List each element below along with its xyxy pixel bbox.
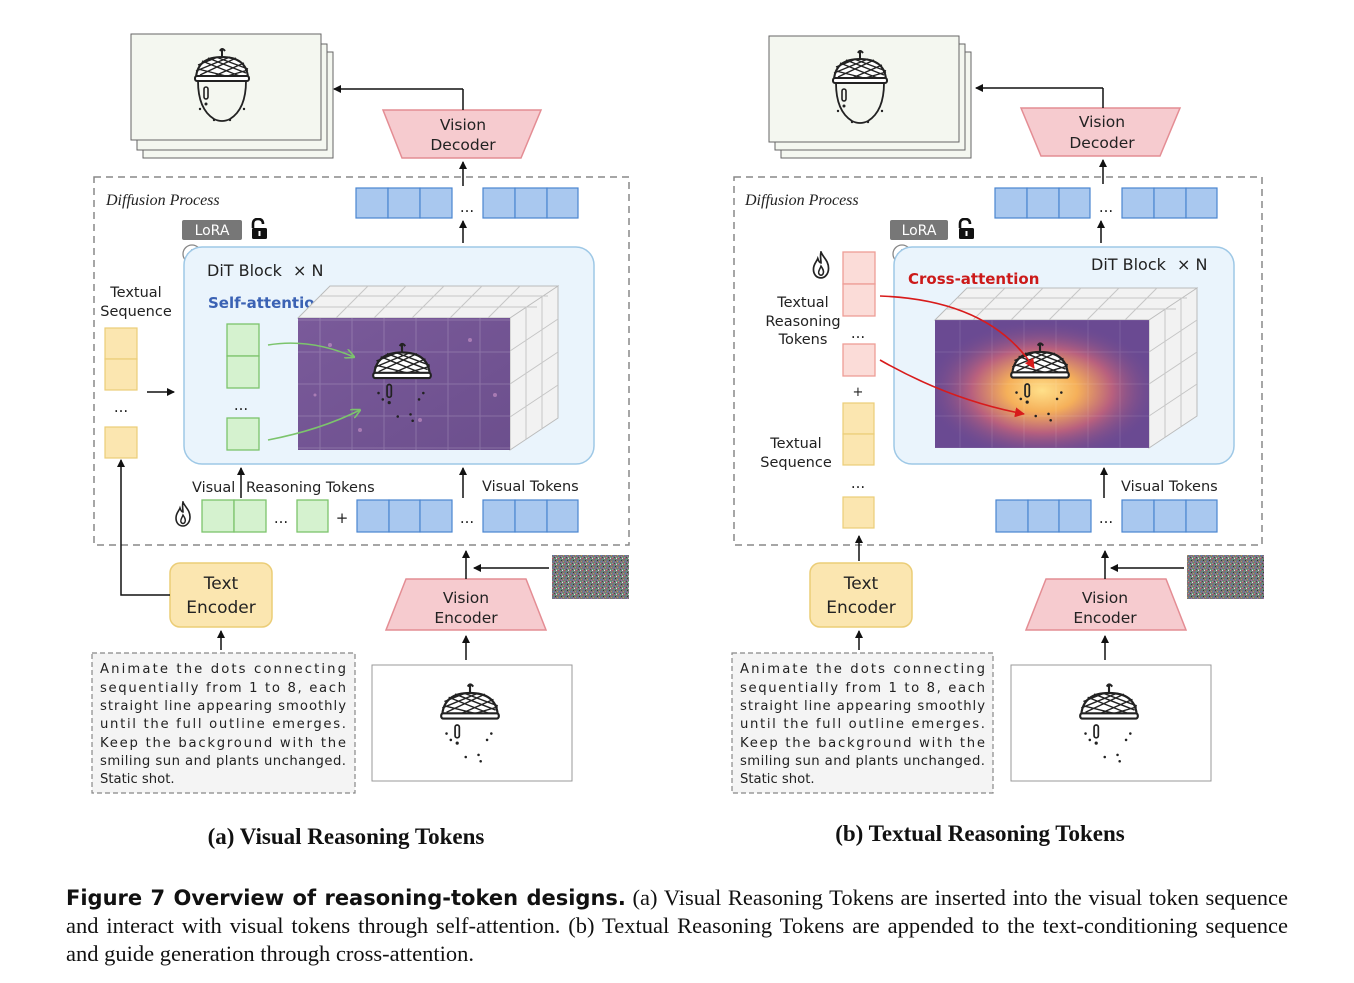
textual-sequence-label: Textual — [109, 285, 161, 301]
vision-encoder-label: Encoder — [434, 609, 498, 627]
ellipsis: ... — [460, 509, 474, 527]
prompt-line: Keep the background with the — [100, 736, 346, 751]
bottom-token-row: ... + ... — [201, 499, 579, 533]
textual-reasoning-tokens-label: Reasoning — [765, 314, 840, 330]
times-n-label: × N — [1177, 255, 1207, 274]
prompt-box — [731, 652, 994, 794]
flame-icon — [812, 251, 830, 279]
textual-sequence-tokens: ... — [842, 402, 875, 529]
output-visual-tokens: ... — [994, 187, 1218, 219]
textual-reasoning-tokens-stack: ... + — [842, 251, 876, 400]
vision-decoder-label: Decoder — [430, 136, 496, 154]
vision-encoder — [1024, 578, 1188, 631]
lora-label: LoRA — [195, 223, 230, 239]
prompt-line: Animate the dots connecting — [740, 662, 985, 677]
diffusion-process-box — [93, 176, 630, 546]
ellipsis: ... — [274, 509, 288, 527]
ellipsis: ... — [851, 324, 865, 342]
textual-sequence-tokens: ... — [104, 327, 138, 459]
times-n-label: × N — [293, 261, 323, 280]
visual-tokens-label: Visual Tokens — [1121, 479, 1218, 495]
prompt-line: sequentially from 1 to 8, each — [100, 681, 346, 696]
ellipsis: ... — [851, 474, 865, 492]
plus-sign: + — [853, 385, 864, 400]
vision-decoder-label: Vision — [1079, 113, 1125, 131]
token-cube — [296, 285, 560, 451]
cross-attention-label: Cross-attention — [908, 270, 1039, 288]
vision-encoder — [384, 578, 548, 631]
prompt-line: smiling sun and plants unchanged. — [740, 754, 985, 769]
ellipsis: ... — [1099, 509, 1113, 527]
self-attention-label: Self-attention — [208, 294, 325, 312]
vision-decoder-label: Vision — [440, 116, 486, 134]
ellipsis: ... — [1099, 198, 1113, 216]
ellipsis: ... — [114, 398, 128, 416]
dit-block-label: DiT Block — [207, 261, 283, 280]
text-encoder-label: Text — [843, 574, 879, 594]
input-frame — [1010, 664, 1212, 782]
textual-sequence-label: Sequence — [100, 304, 172, 320]
prompt-line: Animate the dots connecting — [100, 662, 346, 677]
text-encoder-label: Encoder — [826, 598, 896, 618]
flame-icon — [175, 501, 191, 527]
prompt-box — [91, 652, 356, 794]
diffusion-process-label: Diffusion Process — [744, 192, 859, 209]
unlock-icon — [250, 218, 269, 240]
textual-reasoning-tokens-label: Textual — [776, 295, 828, 311]
lora-badge: LoRA — [890, 220, 948, 240]
textual-reasoning-tokens-label: Tokens — [778, 332, 828, 348]
vision-encoder-label: Encoder — [1073, 609, 1137, 627]
figure-caption: Figure 7 Overview of reasoning-token des… — [66, 884, 1288, 968]
plus-sign: + — [336, 509, 349, 527]
prompt-line: sequentially from 1 to 8, each — [740, 681, 985, 696]
output-video-frames — [768, 35, 972, 159]
lora-label: LoRA — [902, 223, 937, 239]
vision-encoder-label: Vision — [443, 589, 489, 607]
vision-decoder: Vision Decoder — [381, 109, 543, 159]
subcaption-b: (b) Textual Reasoning Tokens — [835, 821, 1125, 846]
dit-block-label: DiT Block — [1091, 255, 1167, 274]
vision-decoder: Vision Decoder — [1019, 107, 1182, 157]
text-encoder — [809, 562, 913, 628]
unlock-icon — [957, 218, 976, 240]
input-frame — [371, 664, 573, 782]
bottom-token-row: ... — [995, 499, 1218, 533]
textual-sequence-label: Textual — [769, 436, 821, 452]
panel-b: Vision Decoder Diffusion Process ... LoR… — [731, 35, 1264, 846]
lora-badge: LoRA — [182, 220, 242, 240]
token-cube — [933, 287, 1199, 449]
prompt-line: Static shot. — [100, 772, 175, 787]
prompt-line: Keep the background with the — [740, 736, 985, 751]
diffusion-process-box — [733, 176, 1263, 546]
text-encoder-label: Encoder — [186, 598, 256, 618]
diffusion-process-label: Diffusion Process — [105, 192, 220, 209]
panel-a: Vision Decoder Diffusion Process ... LoR… — [91, 33, 630, 849]
text-encoder-label: Text — [203, 574, 239, 594]
figure-caption-label: Figure 7 Overview of reasoning-token des… — [66, 886, 626, 910]
textual-sequence-label: Sequence — [760, 455, 832, 471]
figure-caption-text: (a) Visual Reasoning Tokens are inserted… — [66, 885, 1288, 966]
prompt-line: until the full outline emerges. — [100, 717, 346, 732]
ellipsis: ... — [460, 198, 474, 216]
prompt-line: straight line appearing smoothly — [740, 699, 985, 714]
ellipsis: ... — [234, 396, 248, 414]
vision-decoder-label: Decoder — [1069, 134, 1135, 152]
prompt-line: straight line appearing smoothly — [100, 699, 346, 714]
output-visual-tokens: ... — [355, 187, 579, 219]
output-video-frames — [130, 33, 334, 159]
prompt-line: Static shot. — [740, 772, 815, 787]
visual-tokens-label: Visual Tokens — [482, 479, 579, 495]
prompt-line: until the full outline emerges. — [740, 717, 985, 732]
subcaption-a: (a) Visual Reasoning Tokens — [208, 824, 485, 849]
visual-reasoning-tokens-stack: ... — [226, 323, 260, 451]
prompt-text: Animate the dots connecting sequentially… — [100, 662, 346, 787]
vision-encoder-label: Vision — [1082, 589, 1128, 607]
reasoning-tokens-label: Reasoning Tokens — [246, 480, 375, 496]
visual-label: Visual — [192, 480, 235, 496]
noise-image — [1187, 555, 1264, 599]
prompt-line: smiling sun and plants unchanged. — [100, 754, 346, 769]
noise-image — [552, 555, 629, 599]
